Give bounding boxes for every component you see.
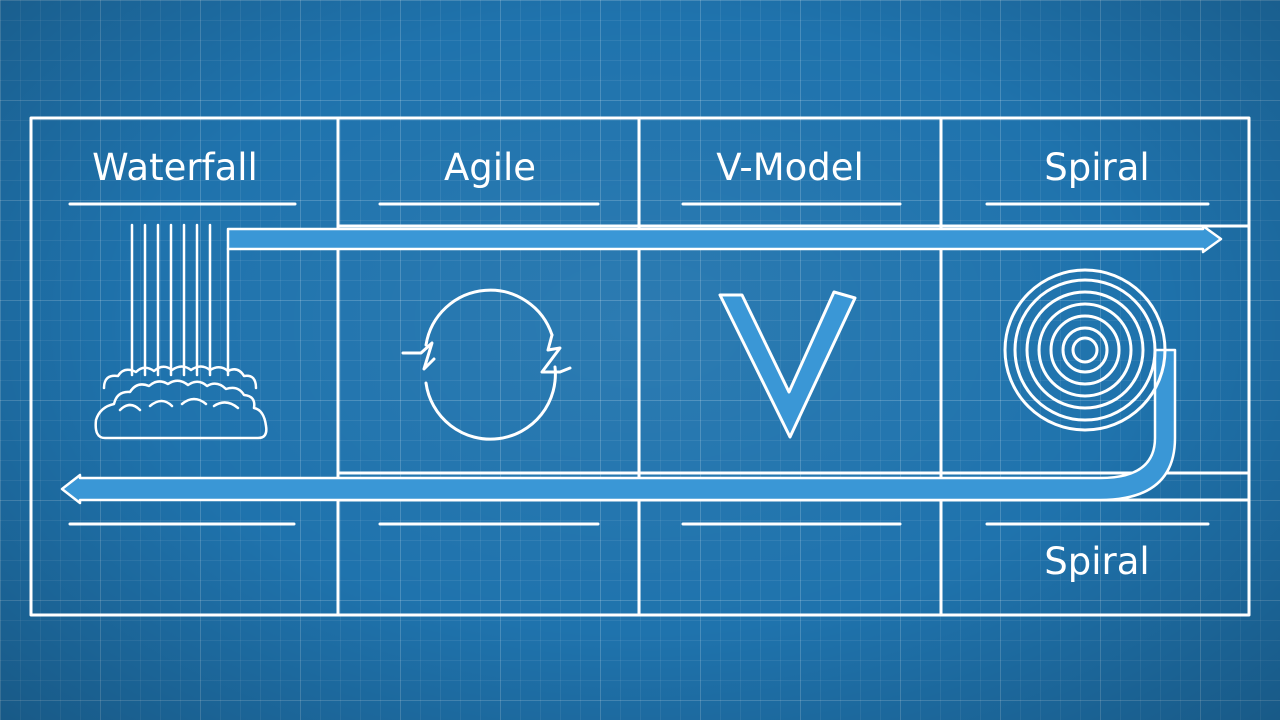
forward-arrow [226, 224, 1223, 254]
cycle-arrows-icon [401, 288, 572, 441]
column-header-spiral: Spiral [1044, 146, 1150, 189]
v-shape-icon [718, 290, 857, 439]
footer-label-spiral: Spiral [1044, 540, 1150, 583]
waterfall-icon [94, 223, 268, 440]
column-header-v-model: V-Model [716, 146, 864, 189]
column-header-waterfall: Waterfall [92, 146, 258, 189]
return-arrow [60, 348, 1177, 505]
column-header-agile: Agile [443, 146, 537, 189]
spiral-icon [1003, 268, 1167, 432]
